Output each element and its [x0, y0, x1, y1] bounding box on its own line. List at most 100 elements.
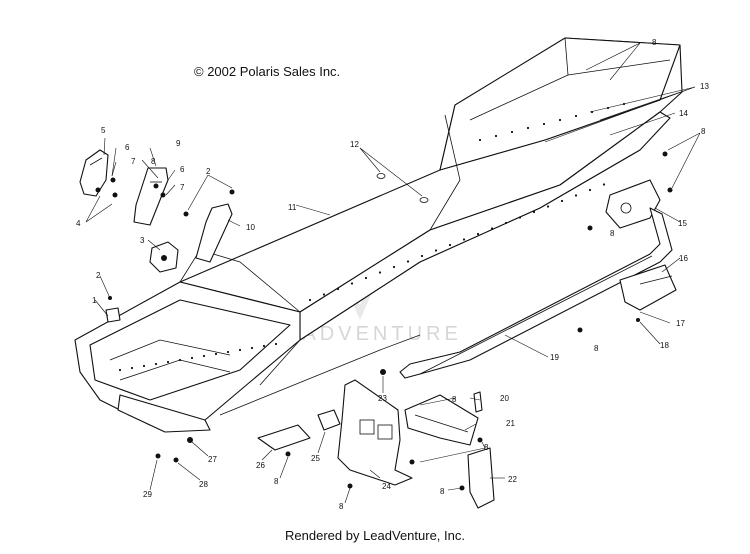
rivet-dot: [494, 134, 498, 138]
rivet-dot: [190, 356, 194, 360]
callout-8: 8: [452, 395, 457, 404]
callout-8: 8: [274, 477, 279, 486]
rivet-dot: [518, 216, 522, 219]
rivet-dot: [130, 366, 134, 370]
part-10-strap: [195, 203, 233, 263]
rivet-dot: [322, 293, 326, 296]
part-1-clip: [105, 307, 121, 323]
callout-13: 13: [700, 82, 709, 91]
rivet-dot: [448, 243, 452, 247]
rivet-dot: [118, 368, 122, 372]
callout-6: 6: [125, 143, 130, 152]
callout-19: 19: [550, 353, 559, 362]
rivet-dot: [588, 188, 592, 192]
rivet-dot: [364, 276, 368, 280]
callout-28: 28: [199, 480, 208, 489]
callout-8: 8: [652, 38, 657, 47]
callout-6: 6: [180, 165, 185, 174]
rivet-dot: [434, 249, 438, 252]
rivet-dot: [214, 352, 218, 356]
rivet-dot: [392, 265, 396, 269]
rivet-dot: [542, 122, 546, 126]
rivet-dot: [510, 130, 514, 134]
rivet-dot: [178, 358, 182, 362]
leader-lines: [85, 42, 701, 504]
chassis-tunnel: [74, 37, 683, 433]
footer-credit: Rendered by LeadVenture, Inc.: [285, 528, 465, 543]
callout-23: 23: [378, 394, 387, 403]
part-20-clip: [473, 391, 483, 413]
callout-8: 8: [484, 443, 489, 452]
part-19-rail-tube: [399, 207, 673, 379]
rivet-dot: [308, 298, 312, 302]
rivet-dot: [406, 260, 410, 263]
callout-16: 16: [679, 254, 688, 263]
rivet-dot: [560, 199, 564, 203]
callout-18: 18: [660, 341, 669, 350]
callout-12: 12: [350, 140, 359, 149]
callout-2: 2: [96, 271, 101, 280]
callout-9: 9: [176, 139, 181, 148]
callout-27: 27: [208, 455, 217, 464]
callout-7: 7: [180, 183, 185, 192]
rivet-dot: [546, 205, 550, 208]
rivet-dot: [478, 138, 482, 142]
part-24-plate: [337, 379, 413, 486]
callout-29: 29: [143, 490, 152, 499]
rivet-dot: [142, 364, 146, 368]
rivet-dot: [154, 362, 158, 366]
rivet-dot: [602, 183, 606, 186]
callout-11: 11: [288, 203, 297, 212]
callout-4: 4: [76, 219, 81, 228]
callout-24: 24: [382, 482, 391, 491]
part-3-block: [149, 241, 179, 273]
callout-labels: 1 2 2 3 4 5 6 6 7 7 8 8 8 8 8 8 8 8 8 8 …: [76, 38, 709, 511]
rivet-dot: [532, 210, 536, 214]
callout-25: 25: [311, 454, 320, 463]
part-5-bracket: [79, 149, 109, 197]
callout-20: 20: [500, 394, 509, 403]
fasteners: [95, 151, 673, 491]
callout-8: 8: [701, 127, 706, 136]
callout-2: 2: [206, 167, 211, 176]
callout-14: 14: [679, 109, 688, 118]
rivet-dot: [202, 354, 206, 358]
rivet-dot: [250, 346, 254, 350]
rivet-dot: [420, 254, 424, 258]
part-25-block: [317, 409, 341, 431]
rivet-dot: [262, 344, 266, 348]
callout-17: 17: [676, 319, 685, 328]
callout-22: 22: [508, 475, 517, 484]
rivet-dot: [238, 348, 242, 352]
rivet-dot: [526, 126, 530, 130]
callout-21: 21: [506, 419, 515, 428]
rivet-dot: [574, 194, 578, 197]
rivet-dot: [490, 227, 494, 230]
callout-5: 5: [101, 126, 106, 135]
part-21-plate: [404, 394, 479, 446]
callout-8: 8: [151, 157, 156, 166]
part-22-bracket: [467, 447, 495, 509]
callout-8: 8: [594, 344, 599, 353]
part-9-bracket: [133, 167, 169, 226]
rivet-dot: [504, 221, 508, 225]
callout-8: 8: [339, 502, 344, 511]
callout-7: 7: [131, 157, 136, 166]
part-16-block: [619, 264, 677, 311]
rivet-dot: [462, 238, 466, 241]
callout-8: 8: [610, 229, 615, 238]
rivet-dot: [574, 114, 578, 118]
callout-10: 10: [246, 223, 255, 232]
callout-26: 26: [256, 461, 265, 470]
rivet-dot: [226, 350, 230, 354]
chassis-rivets: [118, 102, 626, 372]
callout-1: 1: [92, 296, 97, 305]
rivet-dot: [476, 232, 480, 236]
rivet-dot: [558, 118, 562, 122]
part-15-bracket: [605, 179, 661, 229]
rivet-dot: [378, 271, 382, 274]
rivet-dot: [350, 282, 354, 285]
rivet-dot: [274, 342, 278, 346]
